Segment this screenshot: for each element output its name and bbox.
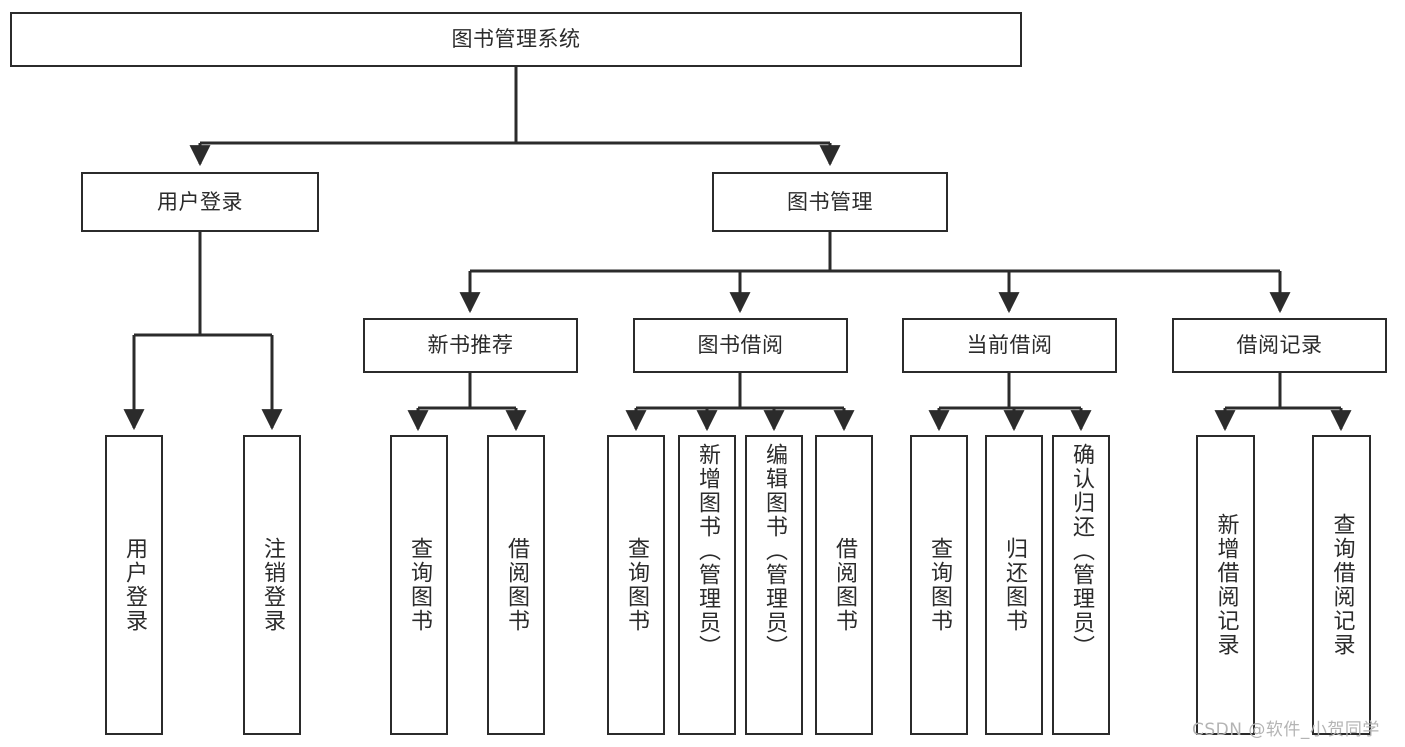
node-book-manage[interactable]: 图书管理 xyxy=(712,172,948,232)
node-book-manage-label: 图书管理 xyxy=(787,189,873,214)
node-leaf-user-login[interactable]: 用户登录 xyxy=(105,435,163,735)
node-leaf-query-book-1[interactable]: 查询图书 xyxy=(390,435,448,735)
node-leaf-add-record-label: 新增借阅记录 xyxy=(1213,513,1239,657)
node-leaf-query-book-3-label: 查询图书 xyxy=(926,537,952,633)
node-leaf-return-book[interactable]: 归还图书 xyxy=(985,435,1043,735)
node-book-borrow[interactable]: 图书借阅 xyxy=(633,318,848,373)
node-leaf-confirm-return[interactable]: 确认归还（管理员） xyxy=(1052,435,1110,735)
node-leaf-logout[interactable]: 注销登录 xyxy=(243,435,301,735)
node-user-login-label: 用户登录 xyxy=(157,189,243,214)
node-leaf-borrow-book-2-label: 借阅图书 xyxy=(831,537,857,633)
node-leaf-borrow-book-2[interactable]: 借阅图书 xyxy=(815,435,873,735)
node-leaf-add-record[interactable]: 新增借阅记录 xyxy=(1196,435,1255,735)
node-leaf-add-book[interactable]: 新增图书（管理员） xyxy=(678,435,736,735)
node-borrow-record[interactable]: 借阅记录 xyxy=(1172,318,1387,373)
node-current-borrow[interactable]: 当前借阅 xyxy=(902,318,1117,373)
node-new-book-rec[interactable]: 新书推荐 xyxy=(363,318,578,373)
node-leaf-query-book-2[interactable]: 查询图书 xyxy=(607,435,665,735)
node-leaf-borrow-book-1-label: 借阅图书 xyxy=(503,537,529,633)
node-leaf-confirm-return-label: 确认归还（管理员） xyxy=(1068,443,1094,659)
node-borrow-record-label: 借阅记录 xyxy=(1236,333,1323,358)
node-leaf-query-book-1-label: 查询图书 xyxy=(406,537,432,633)
node-user-login[interactable]: 用户登录 xyxy=(81,172,319,232)
node-leaf-add-book-label: 新增图书（管理员） xyxy=(694,443,720,659)
node-leaf-query-book-2-label: 查询图书 xyxy=(623,537,649,633)
node-leaf-edit-book-label: 编辑图书（管理员） xyxy=(761,443,787,659)
node-leaf-query-book-3[interactable]: 查询图书 xyxy=(910,435,968,735)
node-leaf-logout-label: 注销登录 xyxy=(259,537,285,633)
node-root[interactable]: 图书管理系统 xyxy=(10,12,1022,67)
node-new-book-rec-label: 新书推荐 xyxy=(427,333,514,358)
node-current-borrow-label: 当前借阅 xyxy=(966,333,1053,358)
node-leaf-edit-book[interactable]: 编辑图书（管理员） xyxy=(745,435,803,735)
node-leaf-borrow-book-1[interactable]: 借阅图书 xyxy=(487,435,545,735)
node-leaf-user-login-label: 用户登录 xyxy=(121,537,147,633)
node-leaf-query-record[interactable]: 查询借阅记录 xyxy=(1312,435,1371,735)
node-root-label: 图书管理系统 xyxy=(451,27,581,52)
node-leaf-query-record-label: 查询借阅记录 xyxy=(1329,513,1355,657)
node-leaf-return-book-label: 归还图书 xyxy=(1001,537,1027,633)
node-book-borrow-label: 图书借阅 xyxy=(697,333,784,358)
